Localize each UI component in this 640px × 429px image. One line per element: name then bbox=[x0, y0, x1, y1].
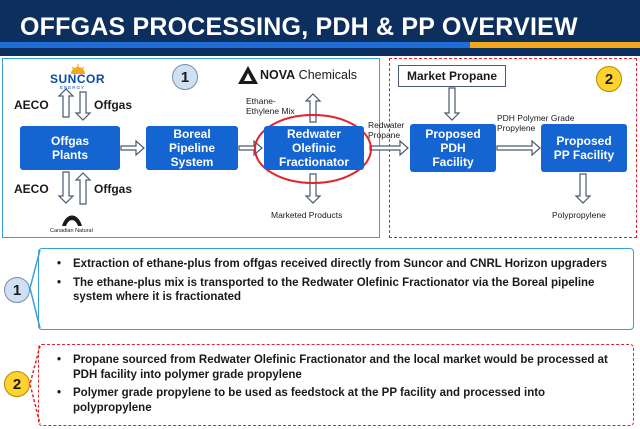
node-offgas-plants: Offgas Plants bbox=[20, 126, 120, 170]
suncor-sun-icon bbox=[71, 64, 85, 74]
section1-badge: 1 bbox=[172, 64, 198, 90]
node-redwater-fractionator-label: Redwater Olefinic Fractionator bbox=[278, 127, 349, 169]
nova-chemicals-logo: NOVA Chemicals bbox=[238, 64, 368, 86]
title-underline-blue bbox=[0, 42, 640, 48]
suncor-logo: SUNCOR ENERGY bbox=[50, 64, 106, 90]
title-underline-gold bbox=[470, 42, 640, 48]
page-title: OFFGAS PROCESSING, PDH & PP OVERVIEW bbox=[20, 13, 578, 41]
market-propane-label: Market Propane bbox=[406, 69, 498, 83]
note-section2-bullets: Propane sourced from Redwater Olefinic F… bbox=[55, 353, 625, 419]
aeco-label-top: AECO bbox=[14, 98, 49, 112]
node-boreal-pipeline: Boreal Pipeline System bbox=[146, 126, 238, 170]
cnrl-wave-icon bbox=[62, 215, 82, 226]
nova-logo-bold: NOVA bbox=[260, 68, 296, 82]
node-proposed-pdh: Proposed PDH Facility bbox=[410, 124, 496, 172]
suncor-logo-text: SUNCOR bbox=[50, 72, 106, 86]
note-section1-connector bbox=[29, 249, 41, 329]
canadian-natural-logo: Canadian Natural bbox=[50, 208, 120, 236]
note-section2: Propane sourced from Redwater Olefinic F… bbox=[38, 344, 634, 426]
nova-logo-text: NOVA Chemicals bbox=[260, 68, 357, 82]
node-boreal-pipeline-label: Boreal Pipeline System bbox=[168, 127, 215, 169]
marketed-products-label: Marketed Products bbox=[271, 210, 343, 220]
section2-badge: 2 bbox=[596, 66, 622, 92]
suncor-logo-subtext: ENERGY bbox=[60, 85, 86, 90]
note-section1: Extraction of ethane-plus from offgas re… bbox=[38, 248, 634, 330]
note-section2-badge: 2 bbox=[4, 371, 30, 397]
redwater-propane-label: Redwater Propane bbox=[368, 120, 405, 140]
node-proposed-pp: Proposed PP Facility bbox=[541, 124, 627, 172]
note-section2-bullet-2: Polymer grade propylene to be used as fe… bbox=[55, 386, 625, 415]
note-section1-bullet-1: Extraction of ethane-plus from offgas re… bbox=[55, 257, 625, 272]
note-section1-badge: 1 bbox=[4, 277, 30, 303]
nova-triangle-icon bbox=[238, 66, 258, 84]
title-underline bbox=[0, 42, 640, 48]
note-section2-connector bbox=[29, 345, 41, 425]
note-section1-bullets: Extraction of ethane-plus from offgas re… bbox=[55, 257, 625, 309]
ethane-ethylene-mix-label: Ethane- Ethylene Mix bbox=[246, 96, 295, 116]
node-proposed-pp-label: Proposed PP Facility bbox=[553, 134, 615, 162]
cnrl-logo-text: Canadian Natural bbox=[50, 228, 93, 234]
offgas-label-top: Offgas bbox=[94, 98, 133, 112]
polypropylene-label: Polypropylene bbox=[552, 210, 606, 220]
nova-logo-rest: Chemicals bbox=[295, 68, 358, 82]
note-section1-bullet-2: The ethane-plus mix is transported to th… bbox=[55, 276, 625, 305]
pdh-polymer-grade-label: PDH Polymer Grade Propylene bbox=[497, 113, 575, 133]
note-section2-bullet-1: Propane sourced from Redwater Olefinic F… bbox=[55, 353, 625, 382]
node-redwater-fractionator: Redwater Olefinic Fractionator bbox=[264, 126, 364, 170]
node-proposed-pdh-label: Proposed PDH Facility bbox=[425, 127, 481, 169]
aeco-label-bottom: AECO bbox=[14, 182, 49, 196]
offgas-label-bottom: Offgas bbox=[94, 182, 133, 196]
market-propane-box: Market Propane bbox=[398, 65, 506, 87]
node-offgas-plants-label: Offgas Plants bbox=[50, 134, 89, 162]
title-banner: OFFGAS PROCESSING, PDH & PP OVERVIEW bbox=[0, 0, 640, 56]
